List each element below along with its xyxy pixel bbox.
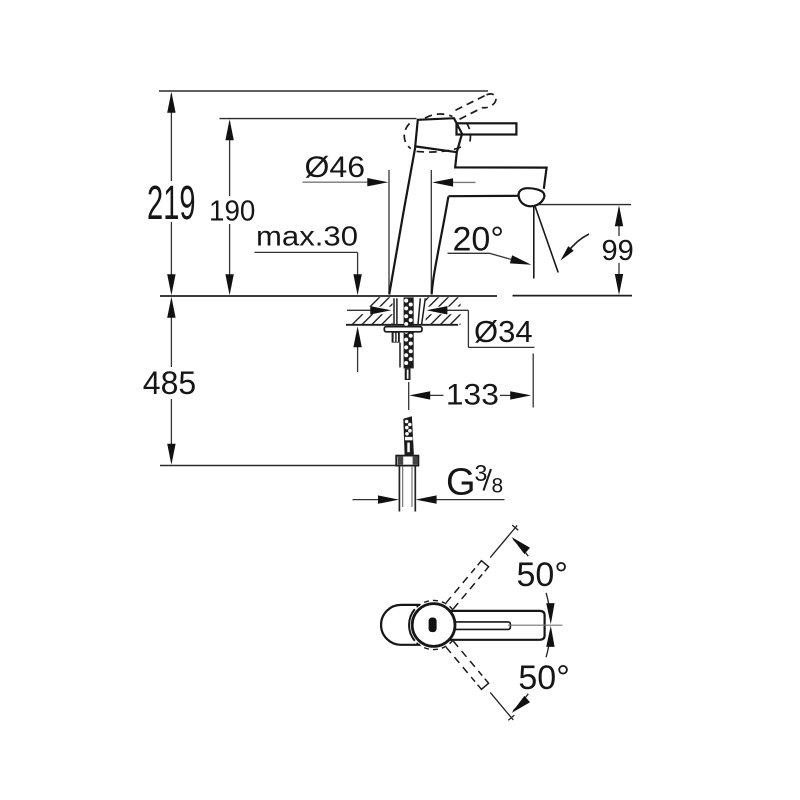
svg-text:485: 485 (143, 365, 196, 401)
svg-text:99: 99 (601, 235, 633, 267)
svg-text:50°: 50° (517, 556, 568, 594)
svg-text:8: 8 (492, 475, 504, 498)
svg-text:max.30: max.30 (256, 220, 358, 251)
svg-text:G: G (446, 462, 476, 504)
svg-text:190: 190 (209, 195, 255, 227)
svg-text:20°: 20° (453, 220, 504, 258)
svg-text:133: 133 (446, 379, 499, 412)
svg-text:Ø34: Ø34 (474, 314, 533, 349)
svg-text:50°: 50° (518, 659, 569, 697)
svg-text:3: 3 (475, 460, 488, 486)
svg-text:Ø46: Ø46 (305, 151, 366, 184)
svg-text:219: 219 (147, 176, 196, 230)
